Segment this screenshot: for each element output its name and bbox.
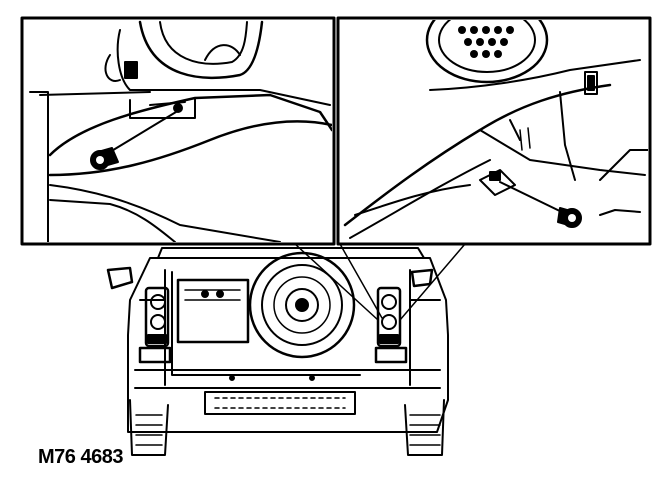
figure-code: M76 4683: [38, 446, 123, 468]
vehicle-rear-view: [106, 247, 449, 456]
left-mirror: [106, 266, 134, 290]
rear-window: [176, 278, 250, 344]
spare-wheel: [248, 251, 356, 359]
right-rear-lamp: [374, 286, 408, 364]
right-tyre: [404, 399, 445, 456]
screw-left: [90, 111, 177, 170]
callout-lines: [294, 243, 466, 321]
right-mirror: [410, 268, 434, 288]
left-detail-panel: [20, 16, 336, 246]
right-detail-panel: [336, 16, 652, 246]
lamp-lens: [425, 20, 549, 84]
number-plate: [204, 391, 356, 415]
left-tyre: [129, 399, 169, 456]
screw-right: [499, 181, 582, 228]
left-rear-lamp: [138, 286, 172, 364]
